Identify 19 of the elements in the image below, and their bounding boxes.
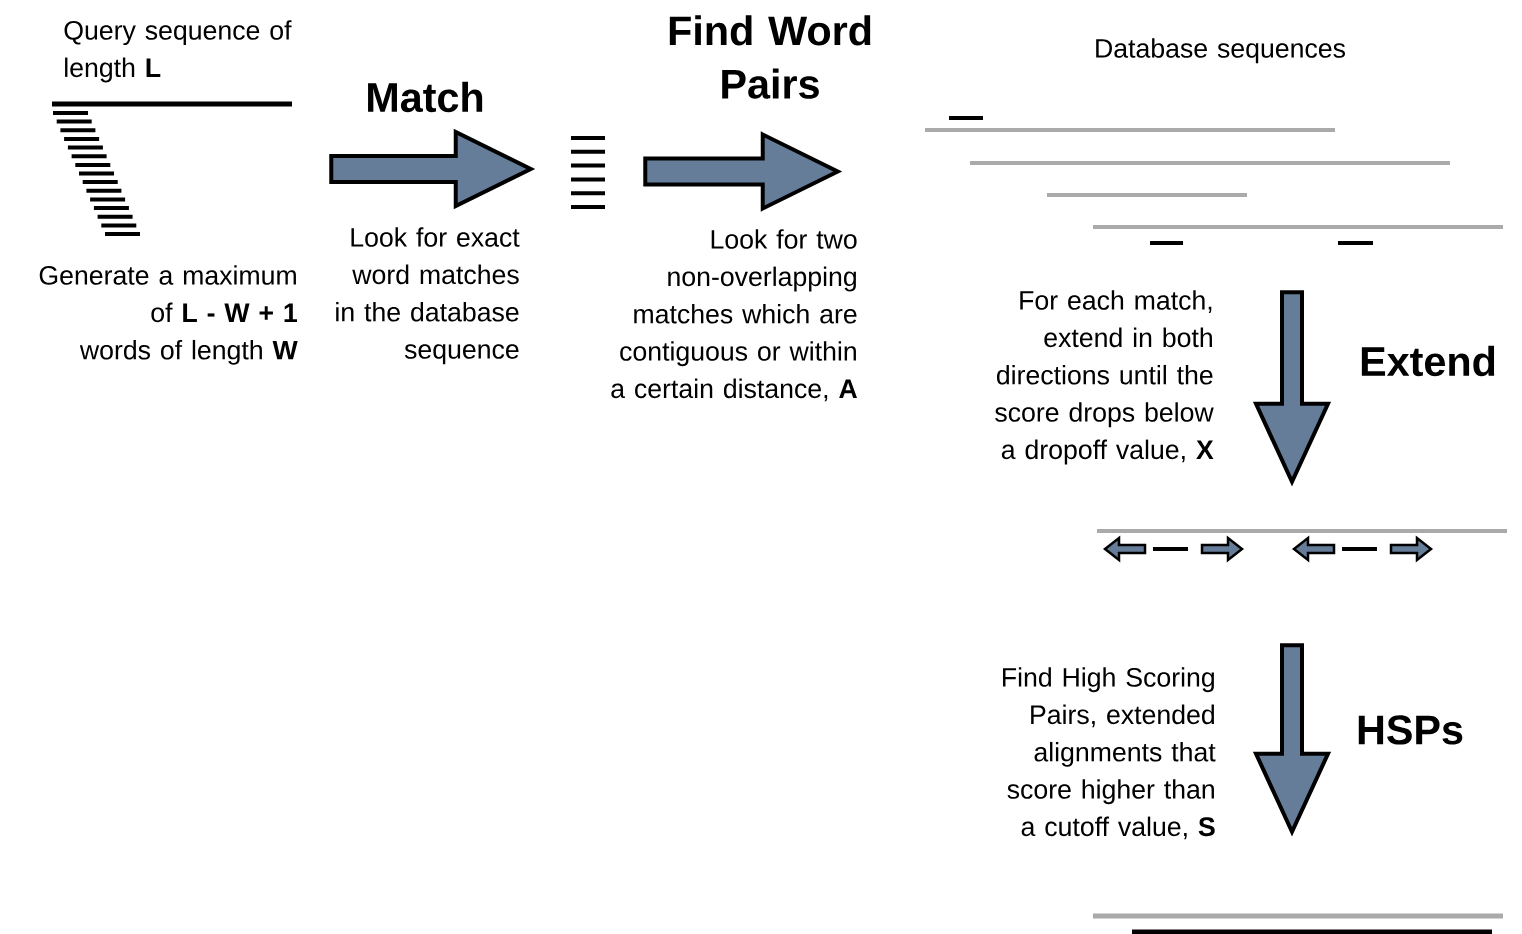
node-label: Generate a maximum of L - W + 1 words of length W [39,265,298,365]
sequence-drawing [1093,913,1503,934]
block-arrow [1252,643,1332,837]
node-label: Query sequence of length L [64,20,292,83]
sequence-drawing [571,136,605,209]
sequence-drawing [52,101,292,236]
step-heading: Extend [1361,345,1495,377]
step-description: Look for exact word matches in the database sequence [336,227,520,365]
step-heading: Match [368,81,483,113]
node-label: Database sequences [1096,38,1345,64]
step-heading: HSPs [1358,715,1463,745]
step-description: For each match, extend in both directions until the score drops below a dropoff value, X [995,290,1214,465]
block-arrow [1252,290,1332,487]
block-arrow [329,128,536,210]
step-description: Find High Scoring Pairs, extended alignments that score higher than a cutoff value, S [1003,667,1216,840]
step-description: Look for two non-overlapping matches which are contiguous or within a certain distance, A [611,229,858,402]
sequence-drawing [925,116,1503,245]
block-arrow [643,131,843,212]
step-heading: Find Word Pairs [669,15,871,99]
